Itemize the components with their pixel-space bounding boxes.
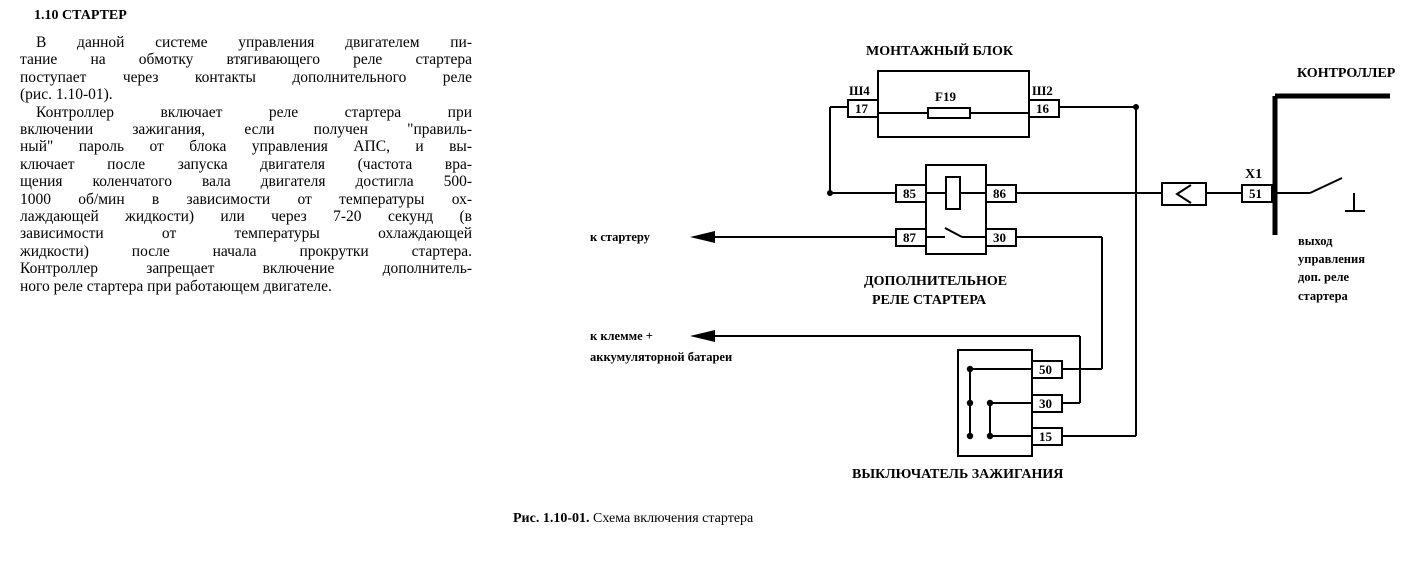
fuse-label: F19 (935, 89, 956, 104)
connector-sh4-label: Ш4 (849, 83, 870, 98)
ignition-switch-label: ВЫКЛЮЧАТЕЛЬ ЗАЖИГАНИЯ (852, 467, 1063, 482)
text-line: лаждающей жидкости) или через 7-20 секун… (20, 208, 472, 226)
relay-coil (945, 176, 961, 210)
fuse-f19 (927, 107, 971, 119)
junction-dot (1133, 104, 1139, 110)
text-line: (рис. 1.10-01). (20, 86, 113, 104)
to-battery-label-line1: к клемме + (590, 329, 653, 343)
caption-text: Схема включения стартера (589, 511, 754, 526)
paragraph-2: Контроллер включает реле стартера при вк… (20, 104, 472, 295)
to-battery-label-line2: аккумуляторной батареи (590, 350, 732, 364)
wiring-diagram: МОНТАЖНЫЙ БЛОК Ш4 Ш2 F19 17 16 85 86 87 … (590, 42, 1396, 482)
switch-dot (986, 399, 994, 407)
text-line: поступает через контакты дополнительного… (20, 68, 472, 86)
text-line: Контроллер запрещает включение дополните… (20, 260, 472, 278)
pin-16-label: 16 (1036, 101, 1050, 116)
wires (715, 70, 1365, 457)
body-text: В данной системе управления двигателем п… (20, 34, 472, 295)
output-label-line: доп. реле (1298, 270, 1350, 284)
switch-dot (966, 432, 974, 440)
mounting-block-label: МОНТАЖНЫЙ БЛОК (866, 42, 1014, 59)
pin-30-label: 30 (993, 230, 1006, 245)
connector-plug (1161, 182, 1207, 206)
relay-label-line2: РЕЛЕ СТАРТЕРА (872, 293, 987, 308)
switch-dot (966, 365, 974, 373)
text-line: В данной системе управления двигателем п… (36, 34, 472, 51)
text-line: щения коленчатого вала двигателя достигл… (20, 173, 472, 191)
section-title: 1.10 СТАРТЕР (34, 8, 127, 23)
pin-51-label: 51 (1249, 186, 1262, 201)
text-line: 1000 об/мин в зависимости от температуры… (20, 190, 472, 208)
caption-number: Рис. 1.10-01. (513, 511, 590, 526)
text-line: тание на обмотку втягивающего реле старт… (20, 51, 472, 69)
junctions (690, 104, 1139, 440)
controller-box (1272, 93, 1390, 235)
connector-symbol (1175, 184, 1192, 204)
relay-body (925, 164, 987, 255)
output-label-line: управления (1298, 252, 1365, 266)
pin-87-label: 87 (903, 230, 917, 245)
output-label-line: выход (1298, 234, 1333, 248)
pin-17-box (847, 99, 879, 118)
arrow-to-battery-icon (690, 330, 715, 342)
text-line: ключает после запуска двигателя (частота… (20, 155, 472, 173)
labels: МОНТАЖНЫЙ БЛОК Ш4 Ш2 F19 17 16 85 86 87 … (590, 42, 1396, 482)
pin-30-switch-label: 30 (1039, 396, 1052, 411)
arrow-to-starter-icon (690, 231, 715, 243)
to-starter-label: к стартеру (590, 230, 651, 244)
text-line: ный" пароль от блока управления АПС, и в… (20, 138, 472, 156)
mounting-block-box (877, 70, 1030, 138)
pin-15-label: 15 (1039, 429, 1053, 444)
controller-switch (1309, 177, 1343, 194)
pin-17-label: 17 (855, 101, 869, 116)
connector-sh2-label: Ш2 (1032, 83, 1053, 98)
junction-dot (827, 190, 833, 196)
text-line: зависимости от температуры охлаждающей (20, 225, 472, 243)
text-line: включении зажигания, если получен "прави… (20, 121, 472, 139)
text-line: Контроллер включает реле стартера при (36, 103, 472, 121)
figure-caption: Рис. 1.10-01. Схема включения стартера (513, 511, 753, 527)
switch-dot (966, 399, 974, 407)
pin-50-label: 50 (1039, 362, 1052, 377)
pin-16-box (1028, 99, 1060, 118)
relay-label-line1: ДОПОЛНИТЕЛЬНОЕ (864, 274, 1007, 289)
text-line: ного реле стартера при работающем двигат… (20, 277, 332, 295)
output-label-line: стартера (1298, 289, 1349, 303)
relay-contact (944, 227, 963, 238)
pin-85-label: 85 (903, 186, 917, 201)
switch-dot (986, 432, 994, 440)
pin-86-label: 86 (993, 186, 1007, 201)
paragraph-1: В данной системе управления двигателем п… (20, 34, 472, 104)
text-line: жидкости) после начала прокрутки стартер… (20, 242, 472, 260)
connector-x1-label: Х1 (1245, 167, 1262, 182)
controller-label: КОНТРОЛЛЕР (1297, 66, 1396, 81)
